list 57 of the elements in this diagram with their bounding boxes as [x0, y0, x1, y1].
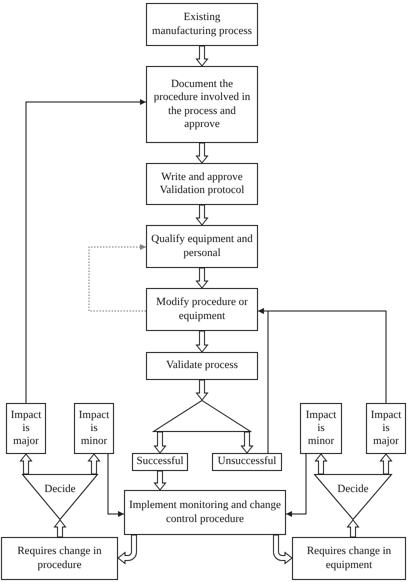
process-box	[1, 537, 118, 580]
block-arrow	[153, 432, 167, 454]
step-label: Modify procedure or equipment	[155, 296, 249, 323]
block-arrow	[118, 534, 137, 564]
connector-arrow	[108, 454, 124, 517]
block-arrow	[195, 46, 209, 67]
step-label: Impact is major	[10, 408, 42, 448]
block-arrow	[195, 268, 209, 289]
block-arrow	[314, 453, 328, 474]
block-arrow	[346, 519, 360, 538]
block-arrow	[87, 453, 101, 474]
step-label: Requires change in equipment	[306, 545, 392, 572]
process-box	[146, 288, 258, 331]
block-arrow	[195, 380, 209, 401]
connector-arrow	[258, 308, 386, 404]
step-label: Unsuccessful	[218, 455, 276, 469]
process-box	[212, 453, 282, 471]
connector-arrow	[26, 99, 146, 404]
step-label: Write and approve Validation protocol	[158, 170, 246, 198]
process-box	[74, 403, 114, 454]
decision-label: Decide	[337, 483, 369, 496]
step-label: Impact is minor	[78, 408, 110, 448]
process-box	[146, 225, 258, 268]
block-arrow	[195, 142, 209, 164]
block-arrow	[53, 519, 67, 538]
branch-triangle	[153, 400, 251, 432]
decision-triangle	[314, 474, 392, 520]
step-label: Validate process	[166, 359, 238, 373]
step-label: Successful	[136, 455, 184, 469]
block-arrow	[240, 432, 254, 454]
process-box	[292, 537, 406, 580]
step-label: Document the procedure involved in the process and approve	[152, 78, 252, 131]
decision-label: Decide	[44, 483, 76, 496]
block-arrow	[273, 534, 292, 564]
process-box	[146, 163, 258, 205]
process-box	[146, 66, 258, 143]
process-box	[124, 490, 286, 535]
block-arrow	[195, 330, 209, 353]
process-box	[146, 3, 258, 46]
connector-arrow	[286, 454, 306, 517]
step-label: Requires change in procedure	[16, 545, 103, 572]
block-arrow	[19, 453, 33, 474]
step-label: Qualify equipment and personal	[151, 233, 253, 260]
process-box	[300, 403, 342, 454]
step-label: Existing manufacturing process	[151, 11, 253, 38]
process-box	[132, 453, 188, 471]
block-arrow	[195, 204, 209, 226]
block-arrow	[379, 453, 393, 474]
block-arrow	[153, 470, 167, 491]
step-label: Implement monitoring and change control procedure	[129, 499, 281, 526]
process-box	[6, 403, 46, 454]
process-box	[366, 403, 406, 454]
step-label: Impact is minor	[305, 408, 337, 448]
dotted-arrow	[88, 244, 146, 312]
process-box	[146, 352, 258, 380]
step-label: Impact is major	[370, 408, 402, 448]
decision-triangle	[22, 474, 98, 520]
